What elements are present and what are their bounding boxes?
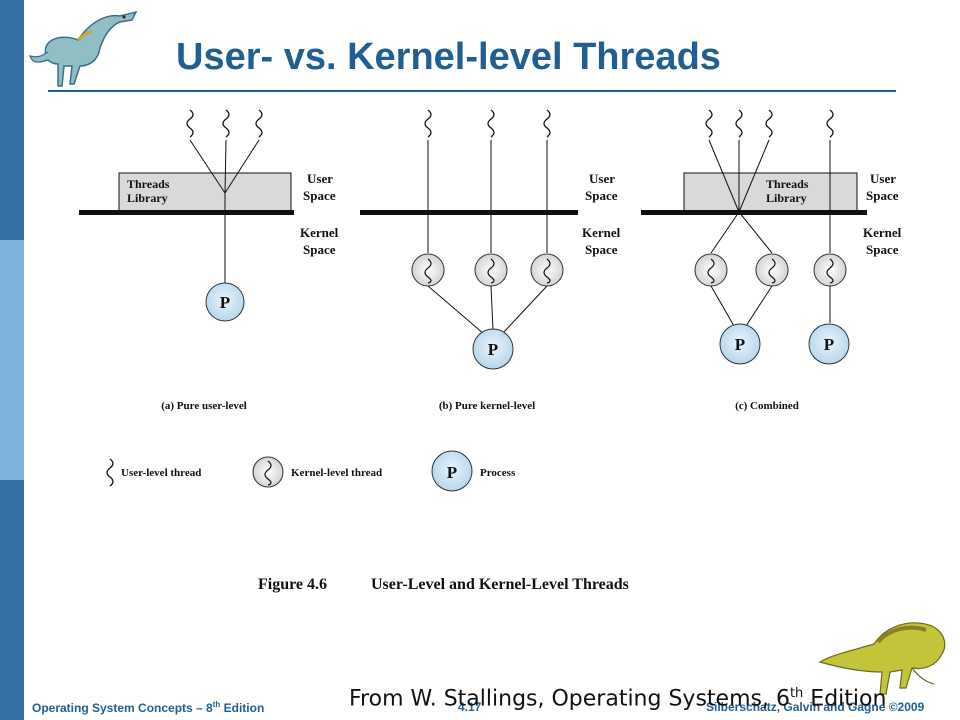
sidebar-light-segment <box>0 240 24 480</box>
user-thread-squiggle <box>255 109 263 138</box>
threads-library-label-line1: Threads <box>127 177 170 191</box>
threads-library-label-line2: Library <box>127 191 168 205</box>
dinosaur-logo-bottom <box>818 622 946 695</box>
panel-kernel-level: P User Space Kernel Space (b) Pure kerne… <box>360 109 621 412</box>
user-thread-squiggle <box>487 109 495 138</box>
user-thread-squiggle <box>186 109 194 138</box>
kernel-thread-circle <box>474 253 508 287</box>
user-kernel-boundary <box>360 210 578 215</box>
user-thread-squiggle <box>222 109 230 138</box>
user-thread-squiggle <box>826 109 834 138</box>
user-thread-squiggle <box>765 109 773 138</box>
panel-combined: Threads Library P P User Space Kernel Sp… <box>641 109 902 412</box>
user-space-label: User <box>307 171 333 186</box>
process-label: P <box>488 340 498 359</box>
user-kernel-boundary <box>641 210 867 215</box>
kernel-thread-circle <box>411 253 445 287</box>
threads-library-label-line1: Threads <box>766 177 809 191</box>
kernel-thread-circle <box>530 253 564 287</box>
kernel-thread-circle <box>755 253 789 287</box>
figure-title: User-Level and Kernel-Level Threads <box>371 576 629 593</box>
kernel-space-label: Kernel <box>863 225 902 240</box>
user-space-label: Space <box>303 188 336 203</box>
user-thread-squiggle <box>543 109 551 138</box>
legend-kernel-thread-icon <box>252 456 284 488</box>
user-space-label: User <box>589 171 615 186</box>
footer-authors: Silberschatz, Galvin and Gagne ©2009 <box>706 700 925 714</box>
kernel-space-label: Kernel <box>582 225 621 240</box>
kernel-space-label: Space <box>585 242 618 257</box>
process-label: P <box>220 293 230 312</box>
kernel-space-label: Kernel <box>300 225 339 240</box>
legend-process-label: Process <box>480 467 516 479</box>
kernel-space-label: Space <box>866 242 899 257</box>
legend-process-symbol: P <box>447 463 457 482</box>
figure-number: Figure 4.6 <box>258 576 327 593</box>
user-space-label: Space <box>866 188 899 203</box>
kernel-thread-circle <box>694 253 728 287</box>
threads-library-box <box>683 172 858 212</box>
process-circle <box>808 323 850 365</box>
kernel-space-label: Space <box>303 242 336 257</box>
panel-user-level: Threads Library P User Space Kernel Spac… <box>79 109 339 412</box>
user-kernel-boundary <box>79 210 294 215</box>
legend-user-thread-label: User-level thread <box>121 467 201 479</box>
threads-library-label-line2: Library <box>766 191 807 205</box>
title-underline <box>48 90 896 92</box>
caption-a: (a) Pure user-level <box>161 400 247 412</box>
footer-page-number: 4.17 <box>458 700 482 714</box>
process-circle <box>472 328 514 370</box>
kernel-thread-circle <box>813 253 847 287</box>
source-credit: From W. Stallings, Operating Systems, 6t… <box>349 686 887 712</box>
process-circle <box>205 282 245 322</box>
dinosaur-logo-top <box>29 10 138 87</box>
process-label: P <box>824 335 834 354</box>
caption-c: (c) Combined <box>735 400 799 412</box>
threads-library-box <box>118 172 292 212</box>
process-circle <box>719 323 761 365</box>
user-space-label: User <box>870 171 896 186</box>
legend-kernel-thread-label: Kernel-level thread <box>291 467 382 479</box>
footer-course-title: Operating System Concepts – 8th Edition <box>32 700 265 715</box>
user-thread-squiggle <box>735 109 743 138</box>
caption-b: (b) Pure kernel-level <box>439 400 535 412</box>
user-space-label: Space <box>585 188 618 203</box>
user-thread-squiggle <box>705 109 713 138</box>
legend-process-icon <box>431 450 473 492</box>
legend-user-thread-icon <box>106 458 114 487</box>
legend: User-level thread Kernel-level thread P … <box>106 450 516 492</box>
process-label: P <box>735 335 745 354</box>
user-thread-squiggle <box>424 109 432 138</box>
left-sidebar-bar <box>0 0 24 720</box>
slide-title: User- vs. Kernel-level Threads <box>176 36 721 78</box>
